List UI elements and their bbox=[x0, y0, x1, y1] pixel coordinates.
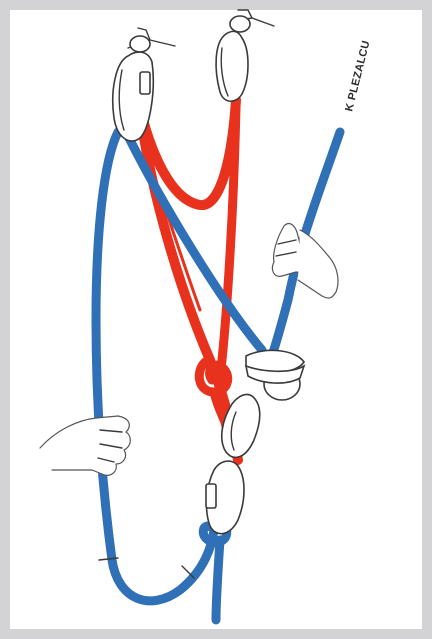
belay-device-icon bbox=[246, 350, 304, 400]
right-carabiner-icon bbox=[216, 31, 248, 101]
left-hand-icon bbox=[40, 416, 130, 475]
right-anchor-bolt-icon bbox=[230, 10, 274, 32]
left-anchor-bolt-icon bbox=[128, 28, 175, 52]
rope-label: K PLEZALCU bbox=[343, 39, 372, 112]
right-hand-icon bbox=[272, 224, 338, 298]
lower-carabiner-icon bbox=[206, 461, 244, 534]
